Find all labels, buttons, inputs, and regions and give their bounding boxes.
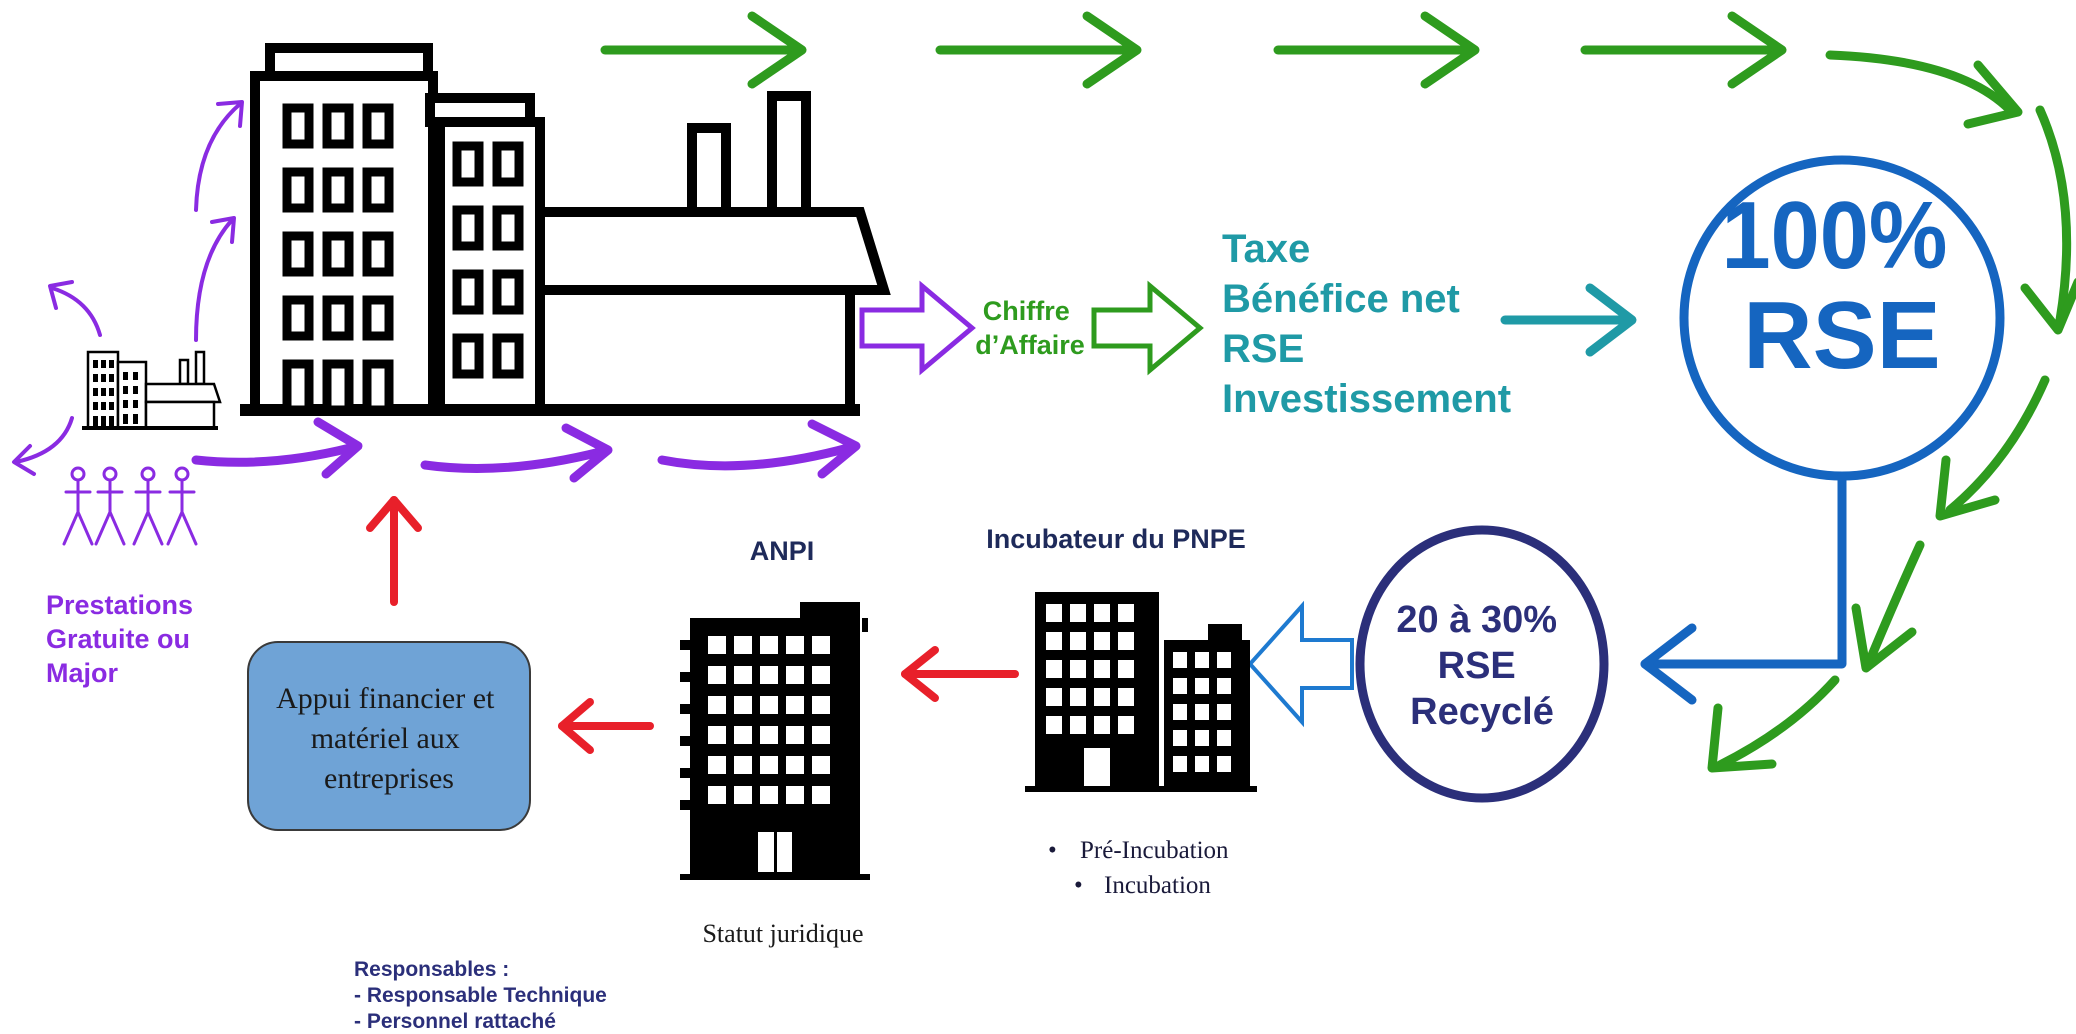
green-hollow-arrow <box>1091 280 1204 376</box>
support-box <box>247 641 531 831</box>
financial-item-taxe: Taxe <box>1222 227 1310 271</box>
incubator-bullet-marker: • <box>1074 872 1083 899</box>
prestations-line-2: Gratuite ou <box>46 624 190 654</box>
purple-curve-arrow-3 <box>657 419 861 479</box>
support-box-line-3: entreprises <box>324 762 454 795</box>
chiffre-affaire-line-2: d’Affaire <box>975 330 1085 360</box>
rse-recycled-line-3: Recyclé <box>1410 691 1554 733</box>
financial-item-benefice: Bénéfice net <box>1222 277 1460 321</box>
prestations-line-3: Major <box>46 658 119 688</box>
chiffre-affaire-label: Chiffre d’Affaire <box>975 296 1085 360</box>
incubator-bullet-1: Pré-Incubation <box>1080 837 1229 864</box>
financial-item-investissement: Investissement <box>1222 377 1511 421</box>
person-figure <box>94 466 126 546</box>
large-building-windows <box>282 103 524 415</box>
purple-arrow-up-2 <box>194 100 244 212</box>
rse-recycled-line-1: 20 à 30% <box>1396 599 1557 641</box>
green-arrow-4 <box>1580 11 1787 89</box>
green-arrow-1 <box>600 11 807 89</box>
purple-hollow-arrow <box>859 280 976 376</box>
arc-arrow-1 <box>1825 50 2023 129</box>
chiffre-affaire-line-1: Chiffre <box>983 296 1070 326</box>
green-arrow-3 <box>1273 11 1480 89</box>
red-arrow-incubator-to-anpi <box>901 646 1019 702</box>
anpi-building-icon <box>680 602 870 880</box>
financial-items-list: Taxe Bénéfice net RSE Investissement <box>1222 227 1511 421</box>
incubator-building-icon <box>1025 592 1257 792</box>
blue-hollow-arrow <box>1247 600 1354 728</box>
red-arrow-support-to-buildings <box>366 496 422 606</box>
rse-100-value: 100% <box>1722 182 1948 289</box>
people-icon <box>62 466 198 546</box>
incubator-bullets: • Pré-Incubation • Incubation <box>1048 837 1229 899</box>
financial-item-rse: RSE <box>1222 327 1304 371</box>
purple-arrows <box>12 100 861 483</box>
rse-recycled-text: 20 à 30% RSE Recyclé <box>1396 599 1567 733</box>
purple-curve-arrow-1 <box>191 417 363 479</box>
rse-100-circle: 100% RSE <box>1679 155 2005 481</box>
arc-arrow-3 <box>1935 375 2050 521</box>
large-building-factory-icon <box>240 43 891 416</box>
rse-100-label: RSE <box>1743 282 1940 389</box>
responsables-line-2: - Responsable Technique <box>354 984 607 1007</box>
blue-l-arrow <box>1640 471 1847 705</box>
small-building-factory-icon <box>82 350 222 430</box>
person-figure <box>132 466 164 546</box>
top-arrow-row <box>600 11 1787 89</box>
responsables-label: Responsables : - Responsable Technique -… <box>354 958 613 1033</box>
anpi-title: ANPI <box>750 536 815 566</box>
incubator-bullet-marker: • <box>1048 837 1057 864</box>
prestations-label: Prestations Gratuite ou Major <box>46 590 201 688</box>
anpi-caption: Statut juridique <box>702 919 863 948</box>
person-figure <box>62 466 94 546</box>
purple-arrow-up-1 <box>194 216 236 342</box>
person-figure <box>166 466 198 546</box>
prestations-line-1: Prestations <box>46 590 193 620</box>
green-arrow-2 <box>935 11 1142 89</box>
support-box-text: Appui financier et matériel aux entrepri… <box>276 682 502 795</box>
rse-recycled-circle: 20 à 30% RSE Recyclé <box>1355 525 1609 803</box>
incubator-bullet-2: Incubation <box>1104 872 1211 899</box>
red-arrow-anpi-to-support <box>558 698 654 754</box>
incubator-title: Incubateur du PNPE <box>986 524 1246 554</box>
teal-arrow <box>1500 283 1637 357</box>
arc-arrow-2 <box>2020 105 2076 335</box>
arc-arrow-4 <box>1851 540 1925 673</box>
purple-curve-arrow-2 <box>420 423 613 483</box>
arc-arrow-5 <box>1707 675 1840 773</box>
right-green-arc <box>1707 50 2076 773</box>
responsables-line-3: - Personnel rattaché <box>354 1010 556 1033</box>
support-box-line-1: Appui financier et <box>276 682 495 715</box>
rse-recycled-line-2: RSE <box>1438 645 1516 687</box>
responsables-line-1: Responsables : <box>354 958 509 981</box>
purple-arrow-upleft <box>48 280 102 337</box>
purple-arrow-downleft <box>12 416 74 476</box>
support-box-line-2: matériel aux <box>311 722 460 755</box>
